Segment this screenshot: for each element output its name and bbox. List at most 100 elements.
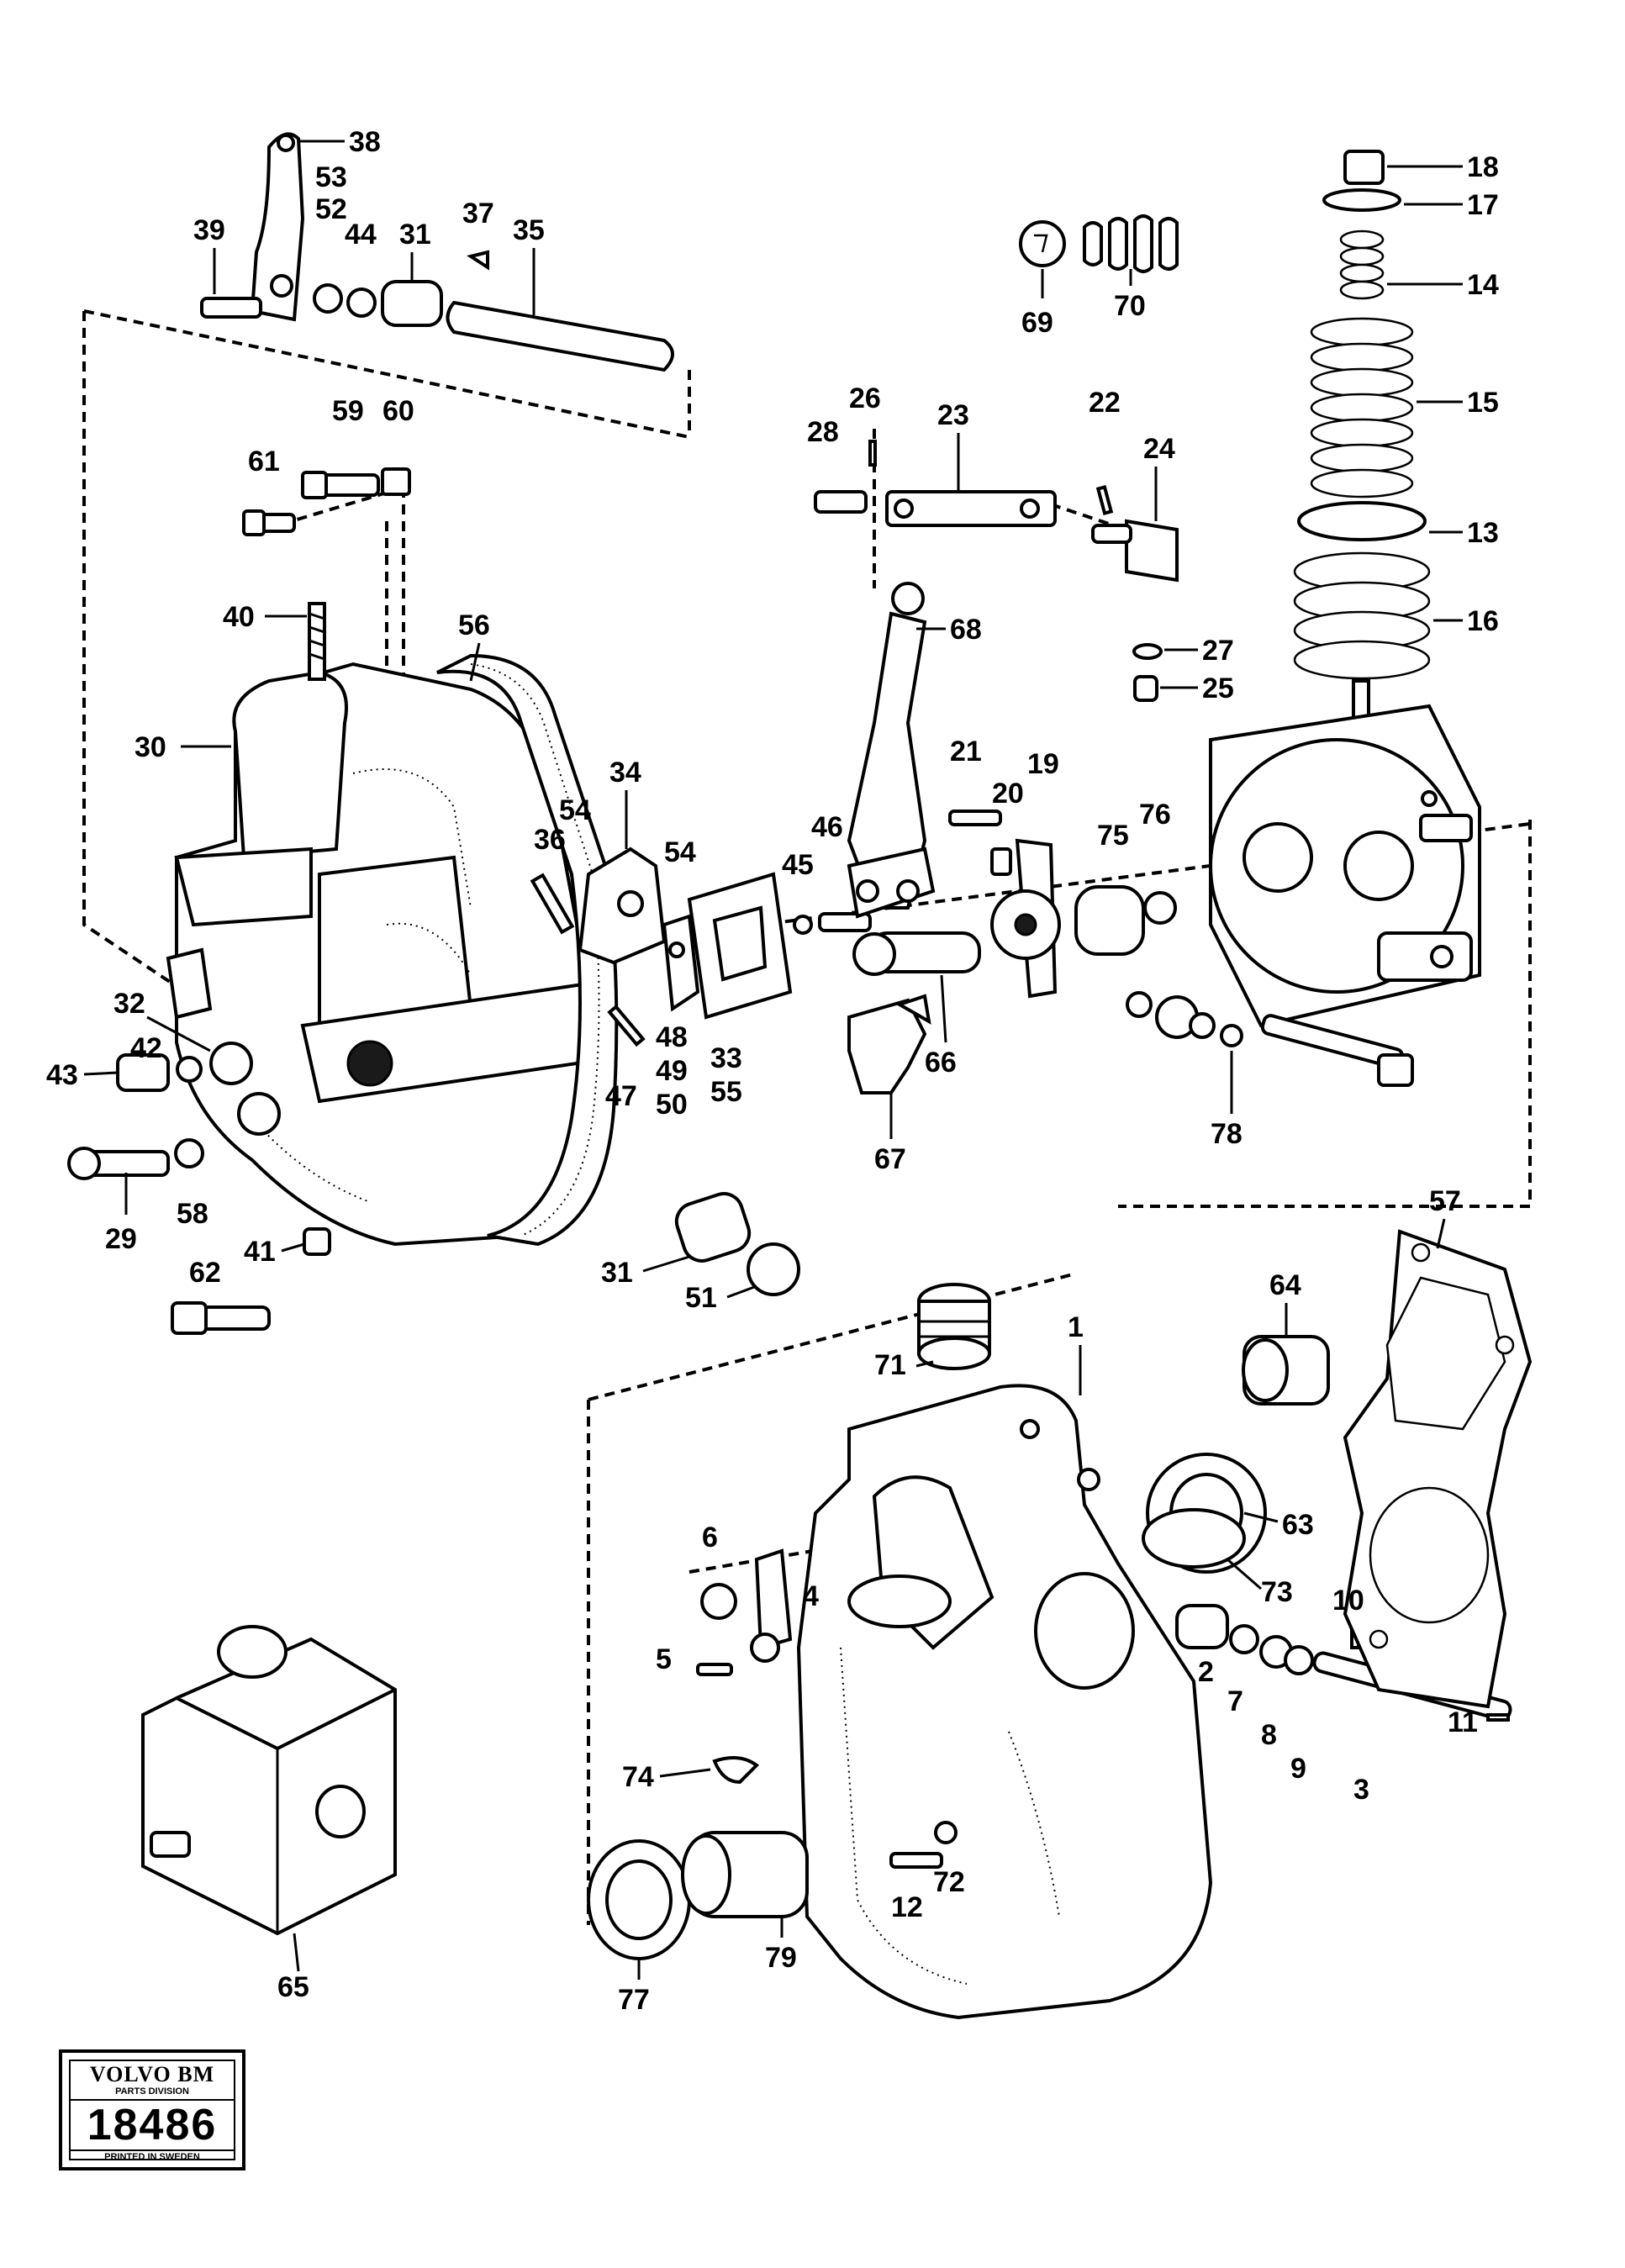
callout-40: 40	[223, 601, 255, 633]
cover-65	[141, 1625, 397, 1936]
callout-6: 6	[702, 1522, 718, 1553]
callout-36: 36	[534, 824, 566, 856]
link-arm-parts	[814, 440, 1179, 702]
callout-13: 13	[1467, 517, 1499, 549]
callout-66: 66	[925, 1047, 957, 1079]
plugs-left	[67, 947, 331, 1335]
callout-39: 39	[193, 214, 225, 246]
callout-20: 20	[992, 778, 1024, 810]
callout-11: 11	[1448, 1706, 1478, 1738]
lever-shaft-assembly	[200, 132, 674, 372]
logo-printed-in: PRINTED IN SWEDEN	[71, 2149, 234, 2163]
callout-12: 12	[891, 1891, 923, 1923]
callout-45: 45	[782, 849, 814, 881]
callout-79: 79	[765, 1942, 797, 1974]
callout-46: 46	[811, 811, 843, 843]
logo-division: PARTS DIVISION	[71, 2086, 234, 2101]
flyweight-assembly	[1209, 704, 1481, 1028]
logo-inner-frame: VOLVO BM PARTS DIVISION 18486 PRINTED IN…	[69, 2060, 235, 2163]
callout-64: 64	[1269, 1269, 1301, 1301]
callout-49: 49	[656, 1055, 688, 1087]
callout-29: 29	[105, 1223, 137, 1255]
callout-44: 44	[345, 219, 377, 251]
callout-27: 27	[1202, 635, 1234, 667]
callout-31-bottom: 31	[601, 1257, 633, 1289]
callout-30: 30	[135, 731, 166, 763]
callout-57: 57	[1429, 1185, 1461, 1217]
callout-60: 60	[383, 395, 414, 427]
callout-50: 50	[656, 1089, 688, 1121]
callout-51: 51	[685, 1282, 717, 1314]
callout-42: 42	[130, 1032, 162, 1064]
top-plug	[917, 1283, 991, 1370]
screws-top-left	[242, 467, 411, 536]
callout-62: 62	[189, 1257, 221, 1289]
callout-1: 1	[1068, 1311, 1084, 1343]
callout-19: 19	[1027, 748, 1059, 780]
callout-54-right: 54	[664, 836, 696, 868]
linkage-parts-middle	[530, 847, 872, 1047]
callout-23: 23	[937, 399, 969, 431]
callout-63: 63	[1282, 1509, 1314, 1541]
callout-41: 41	[244, 1236, 276, 1268]
callout-22: 22	[1089, 387, 1121, 419]
callout-59: 59	[332, 395, 364, 427]
callout-52: 52	[315, 193, 347, 225]
callout-37: 37	[462, 198, 494, 229]
callout-55: 55	[710, 1076, 742, 1108]
callout-43: 43	[46, 1059, 78, 1091]
callout-15: 15	[1467, 387, 1499, 419]
callout-48: 48	[656, 1021, 688, 1053]
callout-5: 5	[656, 1643, 672, 1675]
callout-72: 72	[933, 1866, 965, 1898]
callout-26: 26	[849, 382, 881, 414]
callout-73: 73	[1261, 1576, 1293, 1608]
clip-and-spring-small	[1019, 214, 1179, 273]
governor-spring-stack	[1293, 150, 1431, 725]
callout-34: 34	[609, 757, 641, 789]
stud	[308, 602, 326, 681]
callout-54-left: 54	[559, 794, 591, 826]
callout-labels: 1 2 3 4 5 6 7 8 9 10 11 12 13 14 15 16 1…	[46, 126, 1499, 2016]
callout-38: 38	[349, 126, 381, 158]
logo-brand: VOLVO BM	[89, 2062, 215, 2086]
callout-78: 78	[1211, 1118, 1242, 1150]
callout-70: 70	[1114, 290, 1146, 322]
callout-77: 77	[618, 1984, 650, 2016]
side-plugs-right	[1142, 1335, 1330, 1574]
callout-67: 67	[874, 1143, 906, 1175]
callout-4: 4	[803, 1580, 819, 1612]
callout-47: 47	[605, 1080, 637, 1112]
callout-58: 58	[177, 1198, 208, 1230]
callout-69: 69	[1021, 307, 1053, 339]
callout-35: 35	[513, 214, 545, 246]
lower-bearing-parts	[587, 1756, 958, 1960]
callout-71: 71	[874, 1349, 906, 1381]
sleeve-and-fork	[948, 810, 1177, 999]
callout-75: 75	[1097, 820, 1129, 852]
callout-2: 2	[1198, 1656, 1214, 1688]
callout-24: 24	[1143, 433, 1175, 465]
callout-14: 14	[1467, 269, 1499, 301]
callout-21: 21	[950, 736, 982, 767]
volvo-bm-logo-box: VOLVO BM PARTS DIVISION 18486 PRINTED IN…	[59, 2049, 245, 2170]
callout-8: 8	[1261, 1719, 1277, 1751]
callout-9: 9	[1290, 1753, 1306, 1785]
governor-lever	[847, 582, 981, 1094]
callout-28: 28	[807, 416, 839, 448]
callout-53: 53	[315, 161, 347, 193]
callout-3: 3	[1353, 1774, 1369, 1806]
governor-cover-housing	[174, 662, 608, 1247]
callout-10: 10	[1332, 1585, 1364, 1617]
callout-25: 25	[1202, 672, 1234, 704]
callout-76: 76	[1139, 799, 1171, 831]
logo-drawing-number: 18486	[87, 2101, 218, 2149]
callout-17: 17	[1467, 189, 1499, 221]
housing-gasket	[1343, 1229, 1533, 1709]
callout-16: 16	[1467, 605, 1499, 637]
governor-housing	[796, 1384, 1213, 2020]
callout-74: 74	[622, 1761, 654, 1793]
lower-bush	[674, 1192, 800, 1296]
callout-65: 65	[277, 1971, 309, 2003]
